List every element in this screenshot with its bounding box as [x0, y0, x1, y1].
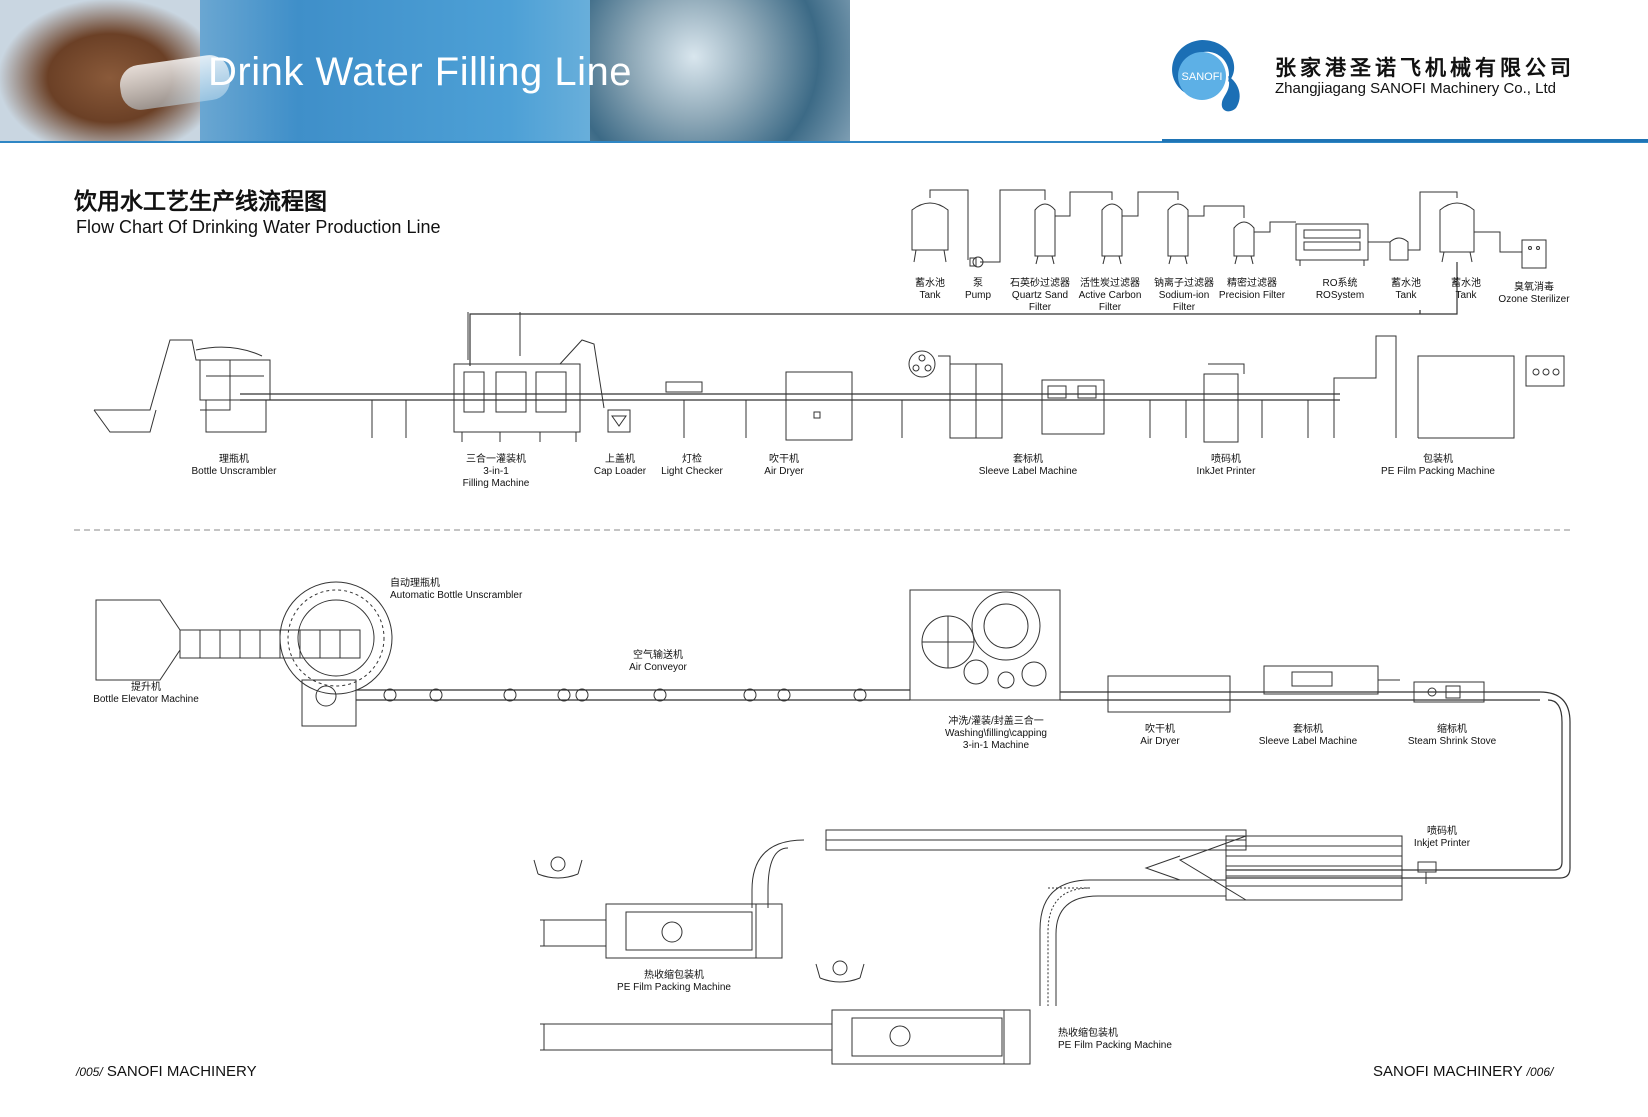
filling-machine-photo [590, 0, 850, 142]
water-treatment-equipment [467, 189, 1547, 366]
pe-film-packer-1-icon [540, 903, 783, 959]
line2-equipment [95, 581, 1571, 1065]
tank-1-icon [911, 202, 949, 263]
sleeve-label-machine-icon [908, 350, 1105, 439]
line2-air-dryer-icon [1107, 675, 1231, 713]
company-name-en: Zhangjiagang SANOFI Machinery Co., Ltd [1275, 80, 1556, 97]
light-checker-icon [665, 381, 703, 438]
header-divider-accent [1162, 139, 1648, 142]
tank-3-icon [1439, 202, 1475, 263]
operator-2-icon [815, 960, 865, 983]
conveyor-legs [371, 400, 1309, 438]
ozone-sterilizer-icon [1521, 239, 1547, 269]
sodium-filter-icon [1167, 203, 1189, 265]
page-title-cn: 饮用水工艺生产线流程图 [74, 188, 327, 214]
line2-sleeve-label-icon [1263, 665, 1400, 695]
bottle-unscrambler-icon [93, 339, 271, 433]
footer-left: /005/ SANOFI MACHINERY [76, 1063, 257, 1080]
bottle-elevator-icon [95, 599, 361, 681]
main-supply-pipe [469, 262, 1458, 366]
company-name-cn: 张家港圣诺飞机械有限公司 [1275, 57, 1575, 80]
operator-1-icon [533, 856, 583, 879]
cap-loader-icon [559, 339, 631, 433]
tank-2-icon [1389, 237, 1409, 261]
precision-filter-icon [1233, 221, 1255, 265]
air-dryer-icon [785, 371, 853, 441]
washing-filling-capping-icon [909, 589, 1061, 701]
steam-shrink-stove-icon [1413, 681, 1485, 703]
logo-text: SANOFI [1182, 71, 1223, 83]
page-number-right: /006/ [1526, 1065, 1554, 1079]
line2-return-conveyor [1226, 691, 1571, 879]
pe-film-packer-2-icon [540, 1009, 1031, 1065]
pe-film-packing-machine-icon [1333, 335, 1565, 439]
automatic-unscrambler-icon [279, 581, 393, 727]
accumulation-conveyor [751, 829, 1403, 1006]
page-title-en: Flow Chart Of Drinking Water Production … [76, 217, 441, 237]
ro-system-icon [1295, 223, 1369, 266]
footer-brand-left: SANOFI MACHINERY [106, 1063, 257, 1080]
footer-right: SANOFI MACHINERY /006/ [1373, 1063, 1553, 1080]
banner-title: Drink Water Filling Line [208, 50, 632, 94]
water-pipes [929, 189, 1522, 263]
footer-brand-right: SANOFI MACHINERY [1373, 1063, 1523, 1080]
inkjet-printer-icon [1203, 363, 1245, 443]
filling-machine-icon [453, 363, 581, 442]
quartz-filter-icon [1034, 203, 1056, 265]
page-number-left: /005/ [76, 1065, 103, 1079]
air-conveyor-fans [383, 688, 867, 702]
header-divider [0, 141, 1648, 143]
inkjet-printer-2-icon [1417, 861, 1437, 884]
header-banner: Drink Water Filling Line [0, 0, 850, 142]
line1-equipment [93, 335, 1565, 443]
sanofi-logo-icon: SANOFI [1172, 40, 1240, 112]
carbon-filter-icon [1101, 203, 1123, 265]
